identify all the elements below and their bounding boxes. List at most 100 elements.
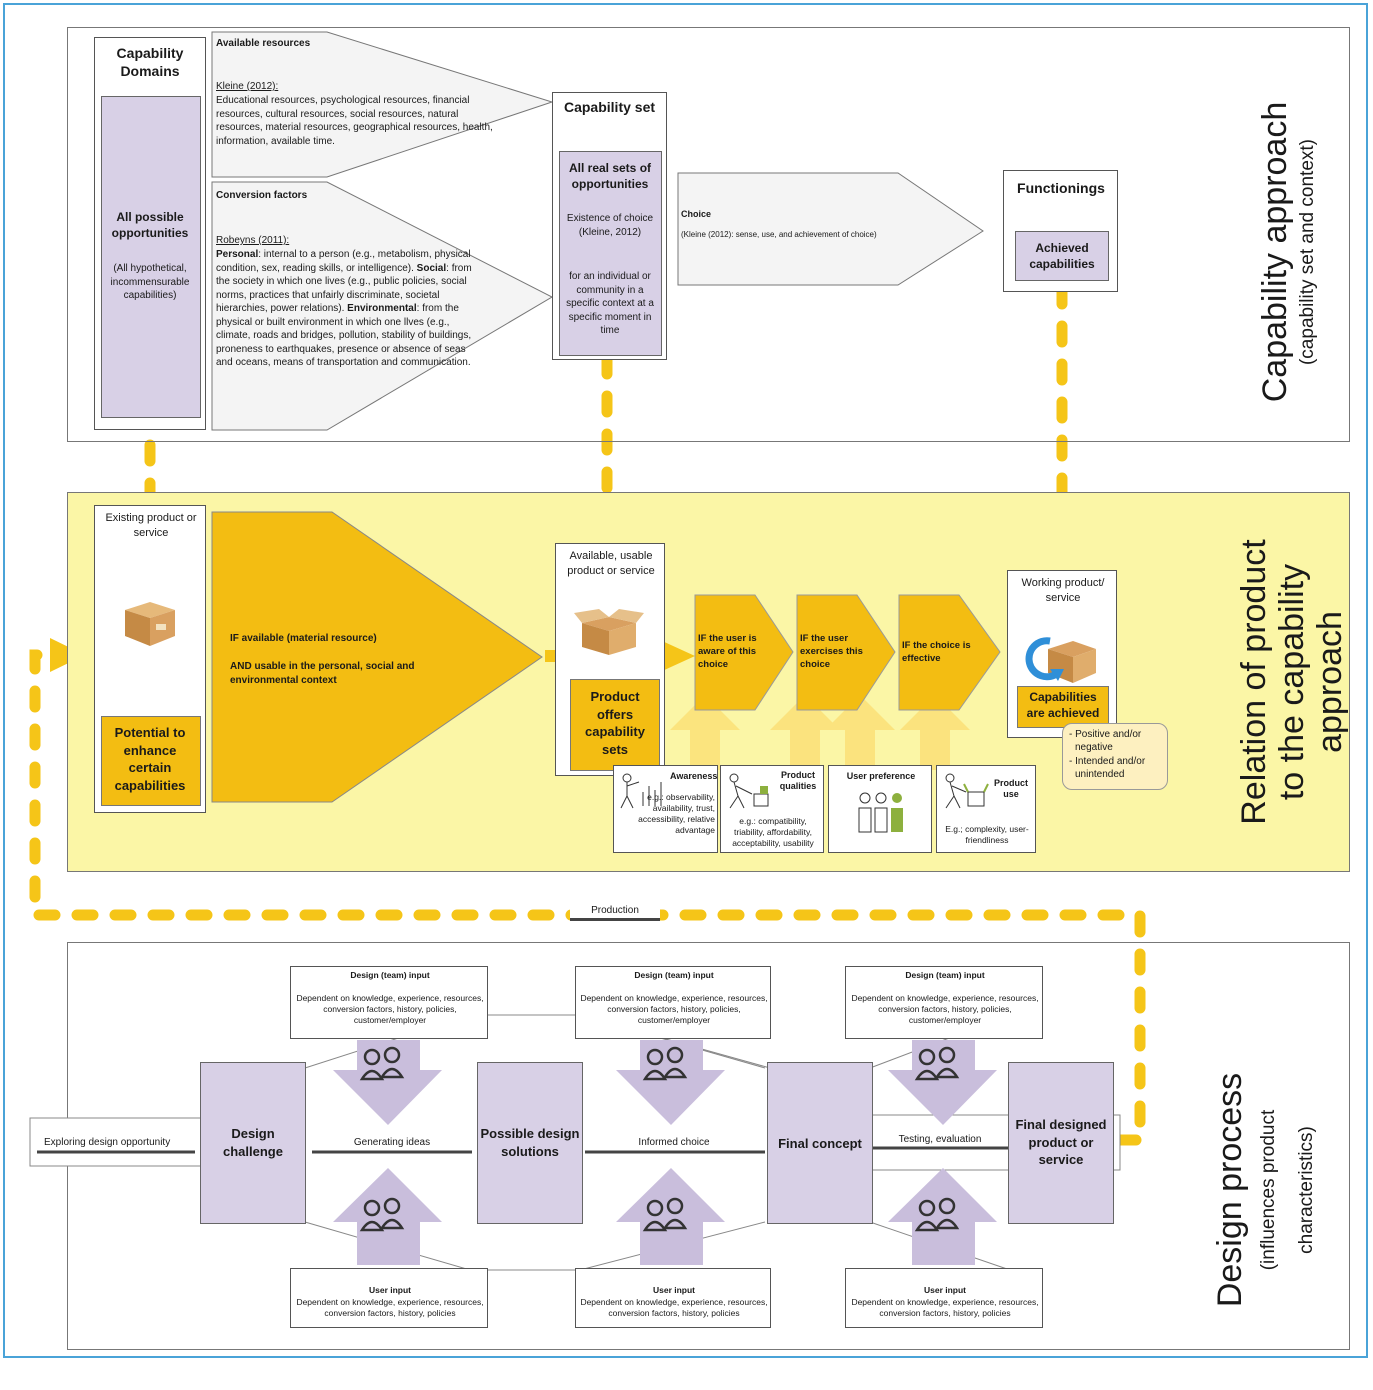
note-line-2: negative [1075, 742, 1113, 753]
user-input-text: Dependent on knowledge, experience, reso… [580, 1297, 768, 1319]
influence-arrows [670, 695, 970, 770]
if-available: IF available (material resource) [230, 633, 377, 644]
and-usable: AND usable in the personal, social and e… [230, 661, 415, 686]
offers-text: Product offers capability sets [585, 689, 645, 757]
conversion-text: Personal: internal to a person (e.g., me… [216, 248, 478, 370]
design-process-title: Design process (influences product chara… [1210, 990, 1330, 1390]
link-generating-ideas: Generating ideas [353, 1137, 431, 1148]
user-input-text: Dependent on knowledge, experience, reso… [851, 1297, 1039, 1319]
open-box-icon [574, 609, 644, 655]
user-input-1: User input Dependent on knowledge, exper… [290, 1268, 488, 1328]
note-line-3: - Intended and/or [1069, 756, 1146, 767]
factor-text: e.g.: observability, availability, trust… [638, 792, 715, 836]
user-input-3: User input Dependent on knowledge, exper… [845, 1268, 1043, 1328]
figure-frame [3, 3, 1368, 1358]
user-input-2: User input Dependent on knowledge, exper… [575, 1268, 771, 1328]
team-input-3: Design (team) input Dependent on knowled… [845, 966, 1043, 1039]
user-preference-icon [858, 792, 903, 833]
design-sub-1: (influences product [1258, 1109, 1279, 1271]
social-text: : from the society in which one lives (e… [216, 262, 472, 315]
working-product-title: Working product/ service [1021, 577, 1105, 604]
stage-label: Final designed product or service [1015, 1117, 1107, 1168]
functionings-box: Functionings Achieved capabilities [1003, 170, 1118, 292]
user-input-title: User input [652, 1285, 696, 1295]
team-input-title: Design (team) input [634, 970, 714, 980]
team-input-1: Design (team) input Dependent on knowled… [290, 966, 488, 1039]
if-arrows [694, 594, 1001, 711]
factor-product-qualities: Product qualities e.g.: compatibility, t… [720, 765, 824, 853]
product-use-icon [945, 773, 989, 809]
stage-label: Possible design solutions [480, 1126, 580, 1159]
factor-awareness: Awareness e.g.: observability, availabil… [613, 765, 718, 853]
user-input-text: Dependent on knowledge, experience, reso… [296, 1297, 484, 1319]
production-underline [570, 918, 660, 921]
link-testing-evaluation: Testing, evaluation [898, 1134, 982, 1145]
user-input-title: User input [923, 1285, 967, 1295]
achieved-box: Capabilities are achieved [1017, 686, 1109, 728]
awareness-icon [620, 773, 662, 809]
note-line-4: unintended [1075, 769, 1125, 780]
design-main: Design process [1211, 1072, 1249, 1308]
team-input-text: Dependent on knowledge, experience, reso… [580, 993, 768, 1026]
factor-title: Product use [993, 778, 1028, 799]
people-icons [359, 1046, 960, 1232]
stage-design-challenge: Design challenge [200, 1062, 306, 1224]
offers-box: Product offers capability sets [570, 679, 660, 771]
capability-set-title: Capability set [563, 99, 656, 115]
product-qualities-icon [729, 773, 769, 809]
team-input-title: Design (team) input [905, 970, 985, 980]
choice-text: (Kleine (2012): sense, use, and achievem… [681, 230, 877, 239]
environmental-text: : from the physical or built environment… [216, 303, 472, 368]
user-input-title: User input [368, 1285, 412, 1295]
capabilities-achieved: Capabilities are achieved [1026, 690, 1100, 721]
stage-label: Design challenge [223, 1126, 283, 1159]
factor-user-preference: User preference [828, 765, 932, 853]
all-opportunities-box: All possible opportunities (All hypothet… [101, 96, 201, 418]
resources-text: Educational resources, psychological res… [216, 95, 493, 147]
availability-arrow [211, 511, 543, 803]
capability-set-box: Capability set All real sets of opportun… [552, 92, 667, 360]
conversion-title: Conversion factors [216, 190, 308, 201]
production-label: Production [570, 904, 660, 918]
potential-box: Potential to enhance certain capabilitie… [101, 716, 201, 806]
capability-domains-box: Capability Domains All possible opportun… [94, 37, 206, 430]
factor-title: Awareness [670, 771, 718, 781]
real-opportunities-title: All real sets of opportunities [568, 161, 652, 192]
resources-title: Available resources [216, 38, 311, 49]
functionings-title: Functionings [1017, 180, 1105, 196]
resources-arrow [211, 31, 554, 178]
outcome-note: - Positive and/or negative - Intended an… [1062, 723, 1168, 790]
if-exercises: IF the user exercises this choice [800, 633, 863, 670]
available-product-title: Available, usable product or service [567, 550, 655, 577]
design-sub-2: characteristics) [1296, 1126, 1317, 1254]
stage-final-product: Final designed product or service [1008, 1062, 1114, 1224]
working-box-icon [1025, 637, 1096, 683]
stage-final-concept: Final concept [767, 1062, 873, 1224]
real-opportunities-box: All real sets of opportunities Existence… [559, 151, 662, 356]
link-informed-choice: Informed choice [638, 1137, 710, 1148]
exploring-label: Exploring design opportunity [44, 1137, 171, 1148]
available-product-box: Available, usable product or service Pro… [555, 543, 665, 776]
all-opportunities-note: (All hypothetical, incommensurable capab… [110, 263, 190, 301]
personal-text: : internal to a person (e.g., metabolism… [216, 249, 471, 274]
social-label: Social [416, 262, 447, 274]
factor-title: Product qualities [779, 770, 817, 791]
stage-possible-solutions: Possible design solutions [477, 1062, 583, 1224]
conversion-ref: Robeyns (2011): [216, 235, 290, 246]
team-input-text: Dependent on knowledge, experience, reso… [296, 993, 484, 1026]
all-opportunities-title: All possible opportunities [111, 210, 189, 241]
team-input-title: Design (team) input [350, 970, 430, 980]
existing-product-title: Existing product or service [105, 512, 197, 539]
box-icon [125, 602, 175, 646]
factor-product-use: Product use E.g.; complexity, user-frien… [936, 765, 1036, 853]
team-input-2: Design (team) input Dependent on knowled… [575, 966, 771, 1039]
existing-product-box: Existing product or service Potential to… [94, 505, 206, 813]
choice-arrow [677, 172, 984, 286]
factor-text: E.g.; complexity, user-friendliness [945, 824, 1029, 846]
factor-title: User preference [846, 771, 916, 781]
personal-label: Personal [216, 249, 259, 260]
if-aware: IF the user is aware of this choice [698, 633, 757, 670]
capability-panel [67, 27, 1350, 442]
individual-community: for an individual or community in a spec… [566, 271, 654, 336]
